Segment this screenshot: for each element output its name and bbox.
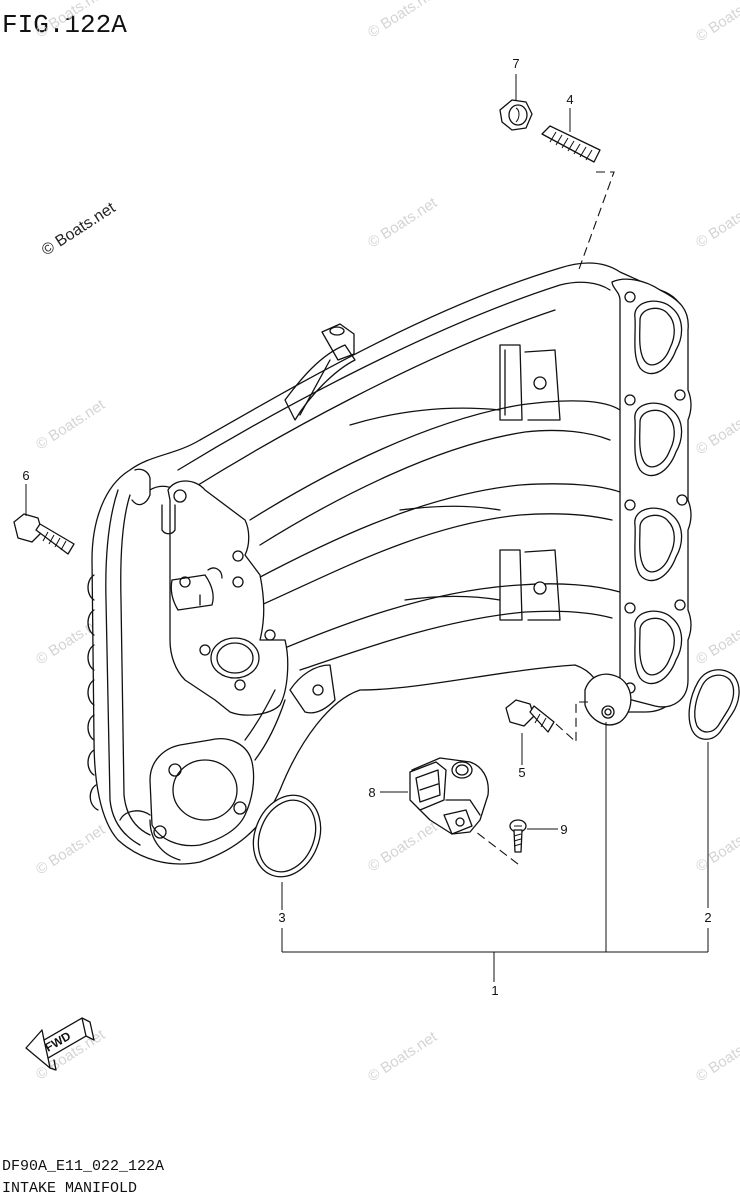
bolt-part-5 xyxy=(505,699,555,733)
nut-part-7 xyxy=(499,99,533,131)
watermark: © Boats.net xyxy=(365,194,441,252)
bolt-part-6 xyxy=(13,513,75,555)
fwd-direction-arrow: FWD xyxy=(25,1017,95,1071)
callout-labels: 1 2 3 4 5 6 7 8 9 xyxy=(22,56,711,998)
watermark: © Boats.net xyxy=(365,1028,441,1086)
intake-manifold xyxy=(87,262,692,865)
watermark: © Boats.net xyxy=(693,1028,740,1086)
callout-4: 4 xyxy=(566,92,573,107)
watermark-strong: © Boats.net xyxy=(39,199,119,259)
screw-9-install-line xyxy=(475,831,519,865)
watermark: © Boats.net xyxy=(693,611,740,669)
watermark: © Boats.net xyxy=(693,401,740,459)
callout-8: 8 xyxy=(368,785,375,800)
o-ring-part-3 xyxy=(252,794,322,878)
watermark: © Boats.net xyxy=(693,818,740,876)
bolt-5-install-line xyxy=(555,701,588,744)
figure-code: DF90A_E11_022_122A xyxy=(2,1158,164,1175)
stud-install-line xyxy=(577,171,615,273)
callout-7: 7 xyxy=(512,56,519,71)
figure-name: INTAKE MANIFOLD xyxy=(2,1180,137,1197)
watermark: © Boats.net xyxy=(693,194,740,252)
sensor-part-8 xyxy=(409,757,489,835)
watermark: © Boats.net xyxy=(33,821,109,879)
stud-part-4 xyxy=(541,125,601,163)
leader-lines xyxy=(25,74,709,982)
screw-part-9 xyxy=(509,819,527,853)
watermark: © Boats.net xyxy=(365,818,441,876)
callout-2: 2 xyxy=(704,910,711,925)
callout-1: 1 xyxy=(491,983,498,998)
callout-3: 3 xyxy=(278,910,285,925)
callout-6: 6 xyxy=(22,468,29,483)
watermark: © Boats.net xyxy=(365,0,441,41)
gasket-part-2 xyxy=(688,669,740,740)
watermark: © Boats.net xyxy=(693,0,740,45)
callout-5: 5 xyxy=(518,765,525,780)
figure-title: FIG.122A xyxy=(2,10,127,40)
callout-9: 9 xyxy=(560,822,567,837)
watermark: © Boats.net xyxy=(33,396,109,454)
